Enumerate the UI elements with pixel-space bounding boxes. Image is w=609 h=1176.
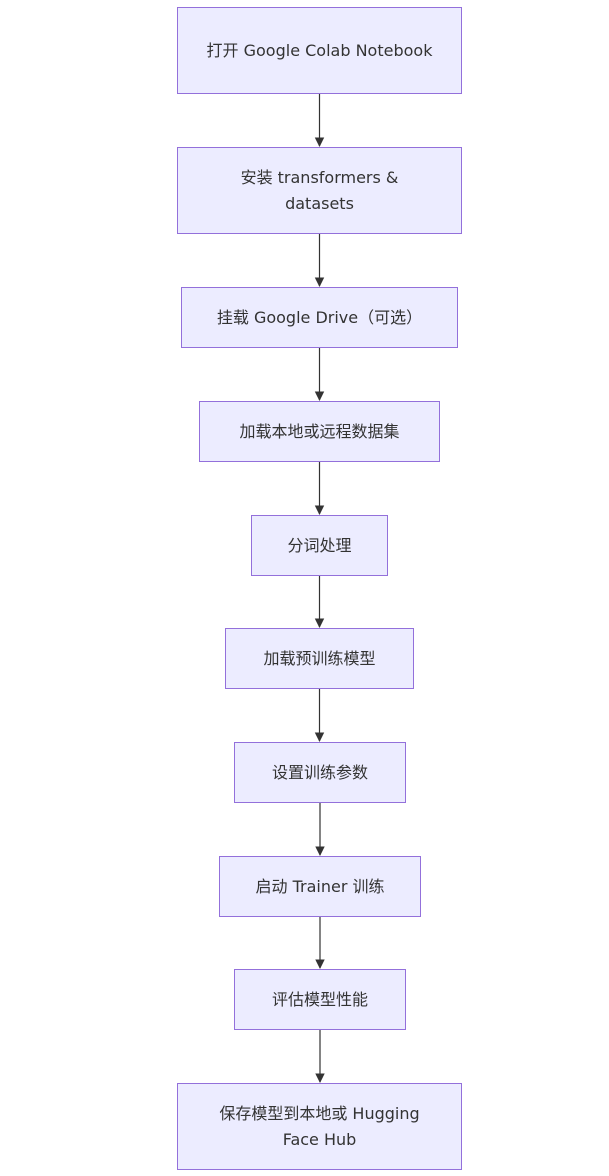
node-label: 打开 Google Colab Notebook: [206, 40, 433, 60]
node-load-pretrained-model: 加载预训练模型: [225, 628, 414, 689]
node-label: 保存模型到本地或 Hugging Face Hub: [219, 1103, 420, 1149]
node-label: 启动 Trainer 训练: [255, 876, 385, 896]
node-label: 分词处理: [287, 535, 352, 555]
node-install-transformers-datasets: 安装 transformers & datasets: [177, 147, 462, 234]
node-evaluate-model: 评估模型性能: [234, 969, 406, 1030]
node-mount-google-drive: 挂载 Google Drive（可选）: [181, 287, 458, 348]
node-label: 加载本地或远程数据集: [239, 421, 400, 441]
node-load-dataset: 加载本地或远程数据集: [199, 401, 440, 462]
node-label: 加载预训练模型: [263, 648, 376, 668]
node-tokenize: 分词处理: [251, 515, 388, 576]
node-label: 挂载 Google Drive（可选）: [216, 307, 423, 327]
node-set-training-args: 设置训练参数: [234, 742, 406, 803]
node-open-colab-notebook: 打开 Google Colab Notebook: [177, 7, 462, 94]
node-label: 评估模型性能: [271, 989, 368, 1009]
node-label: 设置训练参数: [271, 762, 368, 782]
node-start-trainer: 启动 Trainer 训练: [219, 856, 421, 917]
node-label: 安装 transformers & datasets: [240, 167, 399, 213]
node-save-model: 保存模型到本地或 Hugging Face Hub: [177, 1083, 462, 1170]
